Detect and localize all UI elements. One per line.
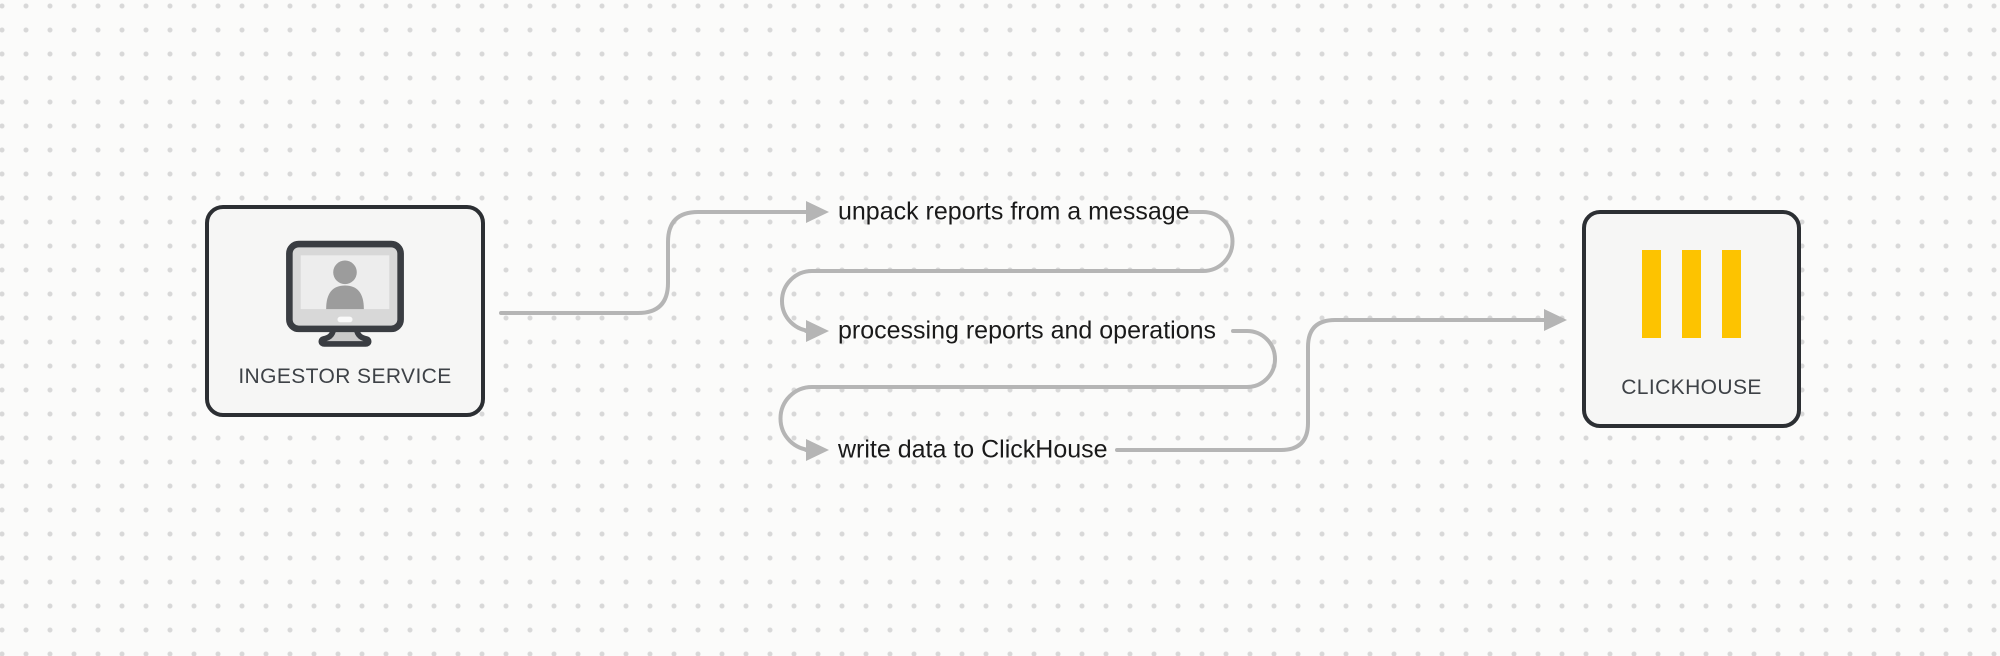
arrowhead-step1-icon bbox=[806, 201, 829, 223]
arrowhead-clickhouse-icon bbox=[1544, 309, 1567, 331]
node-clickhouse: CLICKHOUSE bbox=[1582, 210, 1801, 428]
clickhouse-logo-bar bbox=[1642, 250, 1661, 338]
step-label-processing-reports: processing reports and operations bbox=[838, 316, 1217, 345]
clickhouse-logo-icon bbox=[1642, 250, 1741, 338]
step-label-unpack-reports: unpack reports from a message bbox=[838, 197, 1190, 226]
node-ingestor-service: INGESTOR SERVICE bbox=[205, 205, 485, 417]
node-label-clickhouse: CLICKHOUSE bbox=[1621, 376, 1762, 399]
clickhouse-logo-bar bbox=[1682, 250, 1701, 338]
connector-step3-to-clickhouse bbox=[1115, 318, 1548, 452]
step-label-write-data: write data to ClickHouse bbox=[838, 435, 1108, 464]
arrowhead-step2-icon bbox=[806, 320, 829, 342]
connector-step2-to-step3 bbox=[778, 329, 1277, 452]
connector-step1-to-step2 bbox=[780, 210, 1235, 333]
clickhouse-logo-bar bbox=[1722, 250, 1741, 338]
monitor-user-icon bbox=[286, 240, 404, 347]
arrowhead-step3-icon bbox=[806, 439, 829, 461]
node-label-ingestor-service: INGESTOR SERVICE bbox=[238, 365, 452, 388]
connector-ingestor-to-step1 bbox=[499, 210, 809, 315]
